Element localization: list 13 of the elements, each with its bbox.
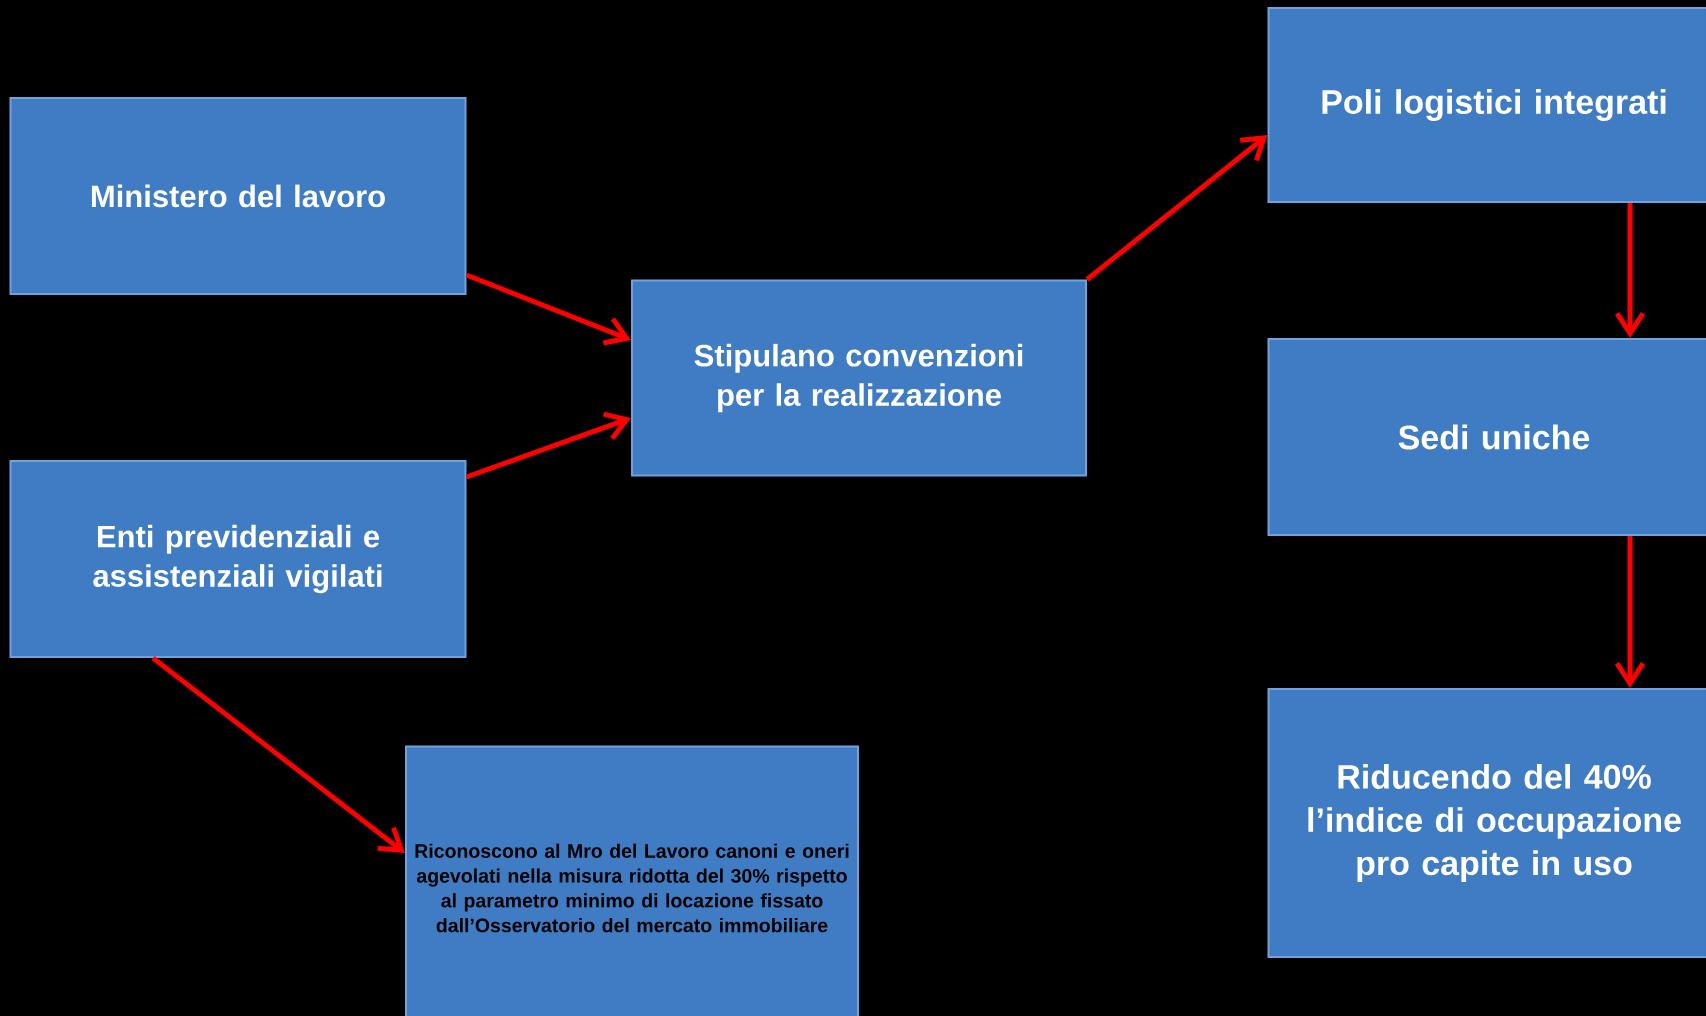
process-box: Riconoscono al Mro del Lavoro canoni e oneri agevolati nella misura ridotta del 30% rispetto al parametro minimo di locazione fissato dall’Osservatorio del mercato immobiliare [405, 745, 859, 1016]
process-box: Sedi uniche [1267, 338, 1706, 536]
process-box: Stipulano convenzioni per la realizzazione [631, 279, 1087, 477]
arrow [1614, 203, 1646, 338]
process-box: Riducendo del 40% l’indice di occupazione pro capite in uso [1267, 688, 1706, 958]
arrow [1614, 536, 1646, 688]
arrow [465, 272, 631, 346]
process-box: Enti previdenziali e assistenziali vigilati [9, 460, 467, 658]
arrow [1085, 135, 1268, 282]
process-box: Poli logistici integrati [1267, 7, 1706, 203]
arrow [465, 411, 631, 480]
process-box: Ministero del lavoro [9, 97, 467, 295]
arrow [151, 656, 405, 853]
